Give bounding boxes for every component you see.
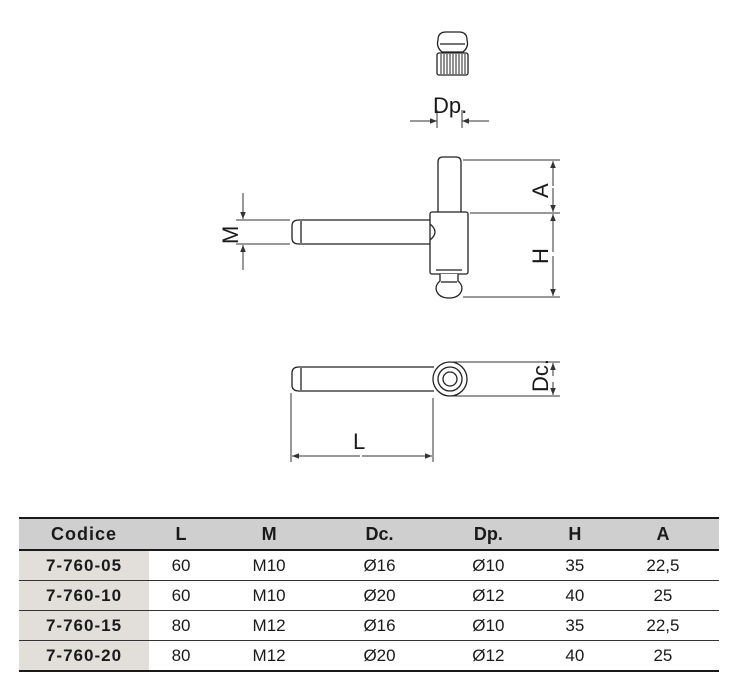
col-header-l: L [149,517,214,551]
a-dimension [463,159,560,214]
cell-h: 35 [542,550,607,581]
table-row: 7-760-20 80 M12 Ø20 Ø12 40 25 [19,640,719,672]
l-label: L [353,429,365,454]
cell-h: 40 [542,640,607,672]
table-row: 7-760-15 80 M12 Ø16 Ø10 35 22,5 [19,610,719,641]
cell-dc: Ø16 [325,610,434,641]
cell-dc: Ø16 [325,550,434,581]
table-row: 7-760-05 60 M10 Ø16 Ø10 35 22,5 [19,550,719,581]
l-dimension [290,393,434,462]
cell-m: M10 [213,580,326,611]
table-header-row: Codice L M Dc. Dp. H A [19,517,719,551]
technical-drawing: Dp. A H M [218,31,560,462]
hinge-side-view [291,156,469,299]
cell-l: 60 [149,580,214,611]
cell-h: 40 [542,580,607,611]
h-label: H [528,248,553,264]
cell-dc: Ø20 [325,640,434,672]
cell-a: 25 [606,640,719,672]
h-dimension [463,214,560,298]
cell-dp: Ø12 [433,640,543,672]
col-header-dp: Dp. [433,517,543,551]
dp-dimension [410,110,489,128]
spec-table: Codice L M Dc. Dp. H A 7-760-05 60 M10 Ø… [19,517,719,672]
dc-dimension [452,361,560,397]
cell-m: M12 [213,610,326,641]
col-header-dc: Dc. [325,517,434,551]
a-label: A [528,183,553,198]
dc-label: Dc. [528,359,553,392]
hinge-top-view [291,361,468,397]
m-dimension [236,193,290,270]
cell-l: 80 [149,640,214,672]
cell-l: 80 [149,610,214,641]
cell-codice: 7-760-20 [19,640,149,672]
cell-a: 25 [606,580,719,611]
cell-codice: 7-760-10 [19,580,149,611]
m-label: M [218,226,243,244]
cell-m: M10 [213,550,326,581]
col-header-h: H [542,517,607,551]
cap-detail [436,31,469,76]
cell-a: 22,5 [606,550,719,581]
cell-codice: 7-760-15 [19,610,149,641]
cell-codice: 7-760-05 [19,550,149,581]
cell-dp: Ø10 [433,610,543,641]
cell-h: 35 [542,610,607,641]
col-header-m: M [213,517,326,551]
cell-l: 60 [149,550,214,581]
col-header-codice: Codice [19,517,149,551]
dp-label: Dp. [433,93,467,118]
cell-dp: Ø12 [433,580,543,611]
cell-dc: Ø20 [325,580,434,611]
cell-a: 22,5 [606,610,719,641]
cell-m: M12 [213,640,326,672]
col-header-a: A [606,517,719,551]
cell-dp: Ø10 [433,550,543,581]
table-row: 7-760-10 60 M10 Ø20 Ø12 40 25 [19,580,719,611]
